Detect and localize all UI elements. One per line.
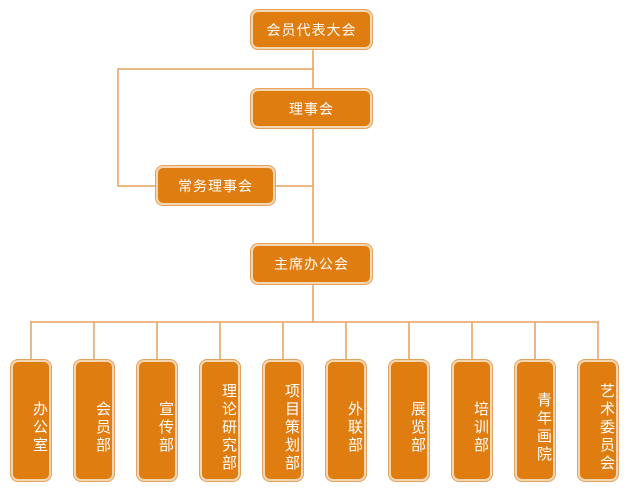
department-box: 展览部 xyxy=(389,360,429,481)
department-box: 青年画院 xyxy=(515,360,555,481)
department-box: 理论研究部 xyxy=(200,360,240,481)
department-drop-lines xyxy=(30,322,599,360)
node-council: 理事会 xyxy=(251,89,372,128)
department-box: 项目策划部 xyxy=(263,360,303,481)
department-box: 宣传部 xyxy=(137,360,177,481)
node-standing-council: 常务理事会 xyxy=(156,166,275,205)
department-box: 艺术委员会 xyxy=(578,360,618,481)
standing-council-branch xyxy=(117,68,313,187)
department-box: 外联部 xyxy=(326,360,366,481)
department-box: 培训部 xyxy=(452,360,492,481)
department-box: 会员部 xyxy=(74,360,114,481)
department-box: 办公室 xyxy=(11,360,51,481)
node-congress: 会员代表大会 xyxy=(251,10,372,49)
node-chair-office: 主席办公会 xyxy=(251,244,372,284)
